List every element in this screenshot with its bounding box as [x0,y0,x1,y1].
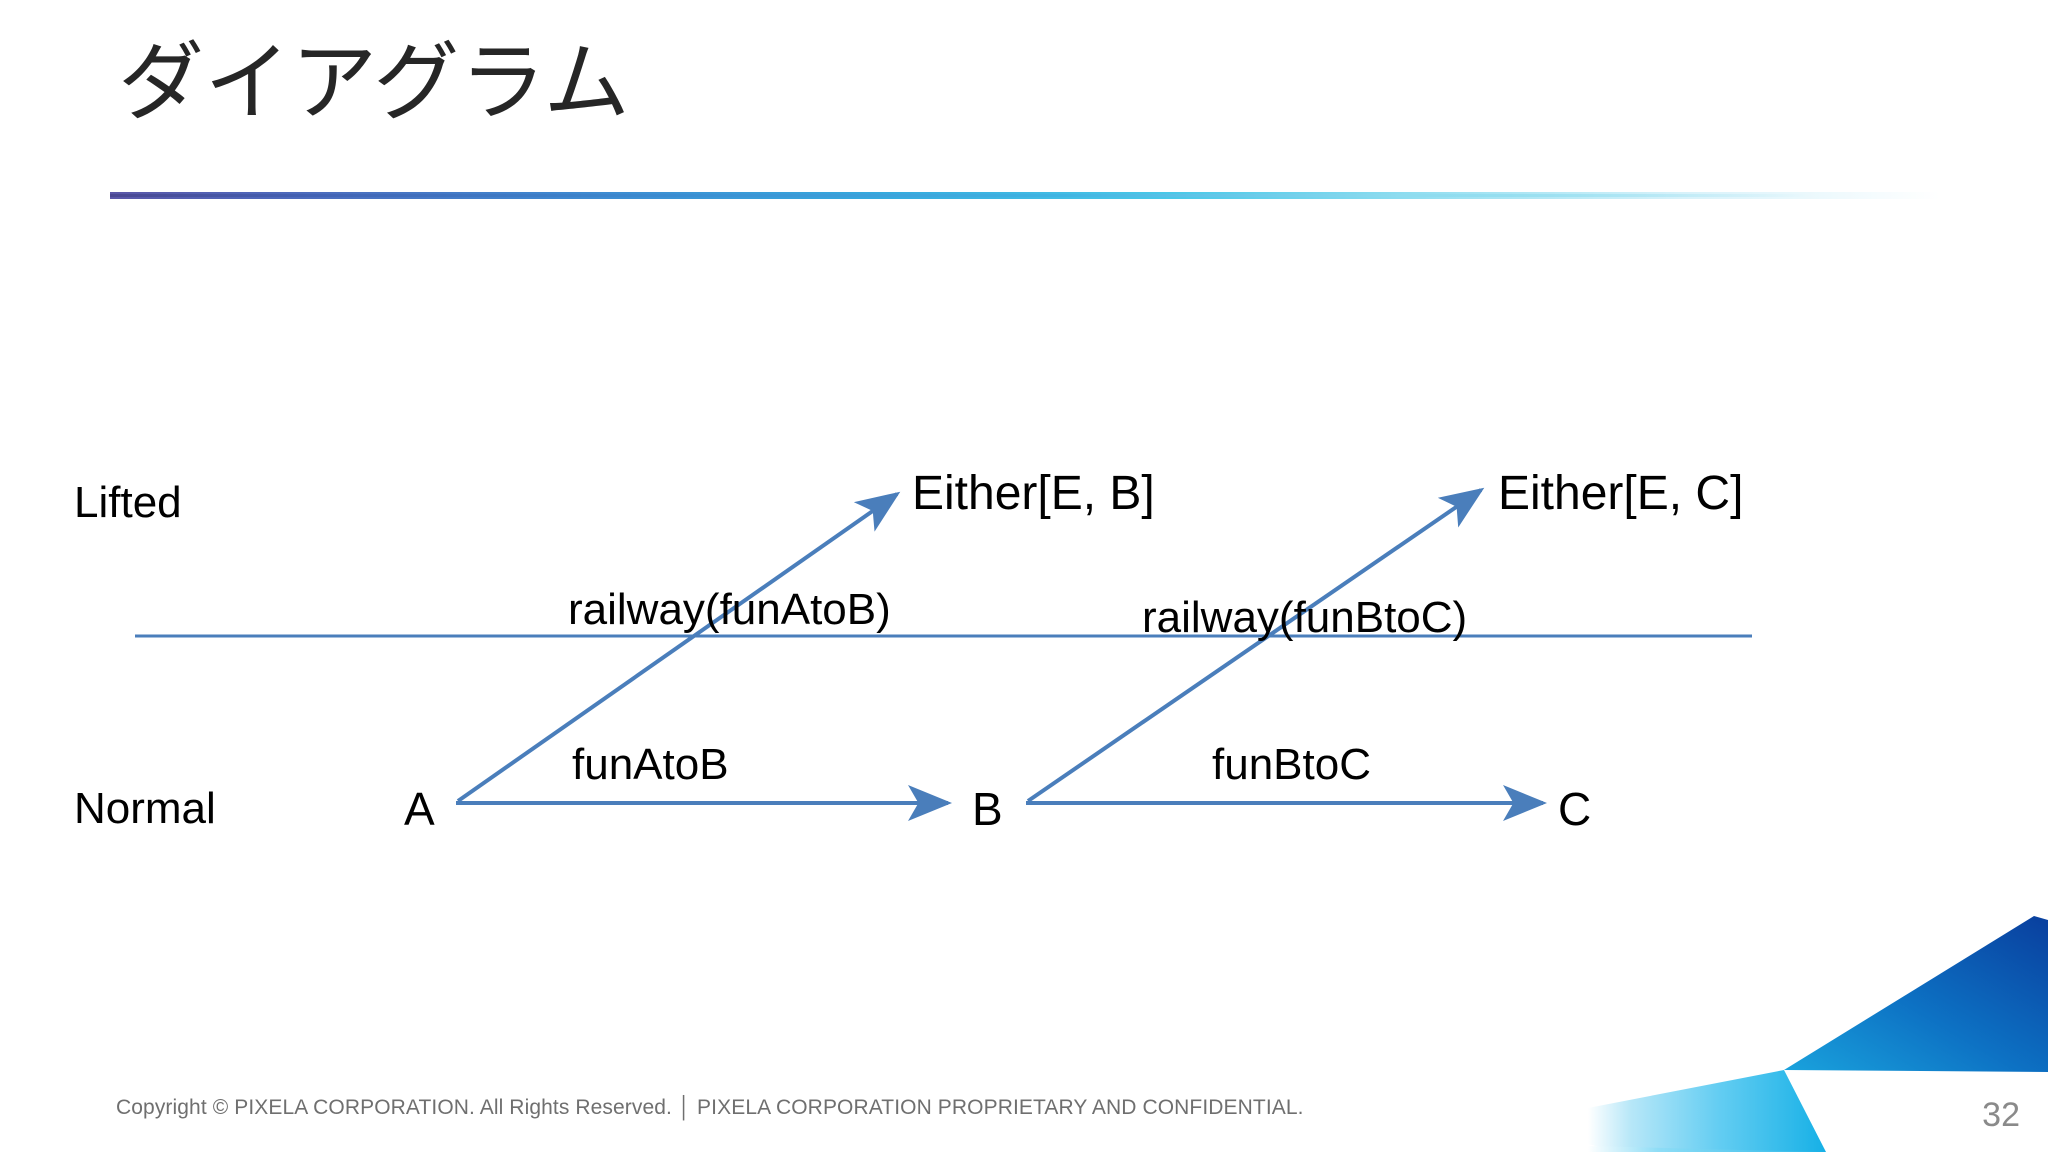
row-label-normal: Normal [74,784,216,833]
corner-shape-light-wedge [1588,1070,1826,1152]
node-either-e-c: Either[E, C] [1498,467,1744,520]
edge-label-fun-b-to-c: funBtoC [1212,740,1371,789]
node-c: C [1558,783,1592,835]
edge-label-railway-a-to-b: railway(funAtoB) [568,585,891,634]
corner-shape-dark-wedge [1784,916,2048,1072]
edge-label-fun-a-to-b: funAtoB [572,740,729,789]
node-b: B [972,783,1003,835]
title-underline-rule-core [110,194,1810,197]
corner-decoration [1588,916,2048,1152]
node-a: A [404,783,435,835]
node-either-e-b: Either[E, B] [912,467,1155,520]
row-label-lifted: Lifted [74,478,182,527]
page-number: 32 [1982,1096,2020,1134]
edge-label-railway-b-to-c: railway(funBtoC) [1142,593,1468,642]
footer-copyright: Copyright © PIXELA CORPORATION. All Righ… [116,1096,1304,1119]
page-title: ダイアグラム [118,35,631,131]
corner-shape-light-band [1588,1146,1820,1152]
